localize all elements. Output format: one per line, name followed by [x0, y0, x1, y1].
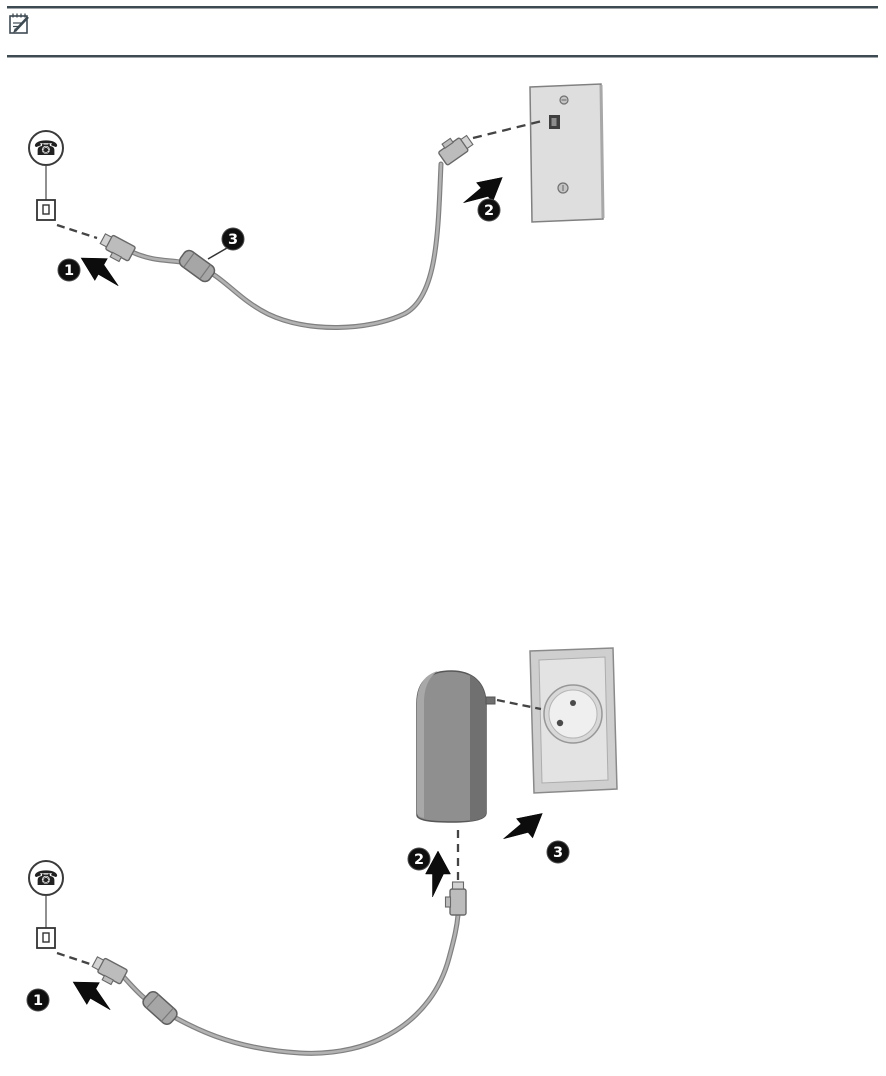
callout-3-arrow [498, 803, 551, 853]
insert-dash-line [56, 951, 91, 966]
modem-cable [132, 164, 441, 328]
insert-dash-line [56, 223, 98, 240]
plate-shade [599, 84, 605, 219]
phone-glyph: ☎ [34, 136, 59, 160]
callout-3-label: 3 [553, 845, 563, 861]
callout-2-badge: 2 [477, 198, 501, 222]
outlet-pin-hole [556, 719, 564, 727]
modem-jack-icon [36, 199, 56, 221]
modem-cable [121, 915, 458, 1053]
bottom-rule [7, 55, 878, 58]
modem-jack-icon [36, 927, 56, 949]
callout-2-badge: 2 [407, 847, 431, 871]
callout-1-label: 1 [33, 993, 43, 1009]
callout-1-label: 1 [64, 263, 74, 279]
top-rule [7, 6, 878, 9]
insert-dash-line [472, 119, 543, 140]
rj11-connector-icon [434, 129, 476, 167]
adapter-pin [485, 696, 496, 705]
callout-1-badge: 1 [57, 258, 81, 282]
phone-icon: ☎ [28, 130, 64, 166]
rj11-connector-icon [444, 881, 467, 916]
figure-country-adapter-connection: ☎ 1 2 3 [26, 647, 618, 1053]
callout-3-label: 3 [228, 232, 238, 248]
callout-3-badge: 3 [546, 840, 570, 864]
wall-outlet-plate [529, 647, 618, 794]
callout-2-label: 2 [414, 852, 424, 868]
phone-glyph: ☎ [34, 866, 59, 890]
country-adapter-icon [416, 670, 496, 823]
callout-2-label: 2 [484, 203, 494, 219]
noise-suppressor-icon [176, 247, 218, 285]
telephone-wall-jack-plate [529, 83, 605, 223]
phone-icon: ☎ [28, 860, 64, 896]
callout-3-leader [207, 247, 228, 260]
outlet-pin-hole [570, 700, 576, 706]
callout-3-badge: 3 [221, 227, 245, 251]
noise-suppressor-icon [139, 988, 181, 1028]
insert-dash-line [496, 698, 542, 711]
figure-wall-jack-connection: ☎ 1 2 3 [28, 83, 605, 328]
callout-1-badge: 1 [26, 988, 50, 1012]
note-icon [9, 13, 29, 34]
